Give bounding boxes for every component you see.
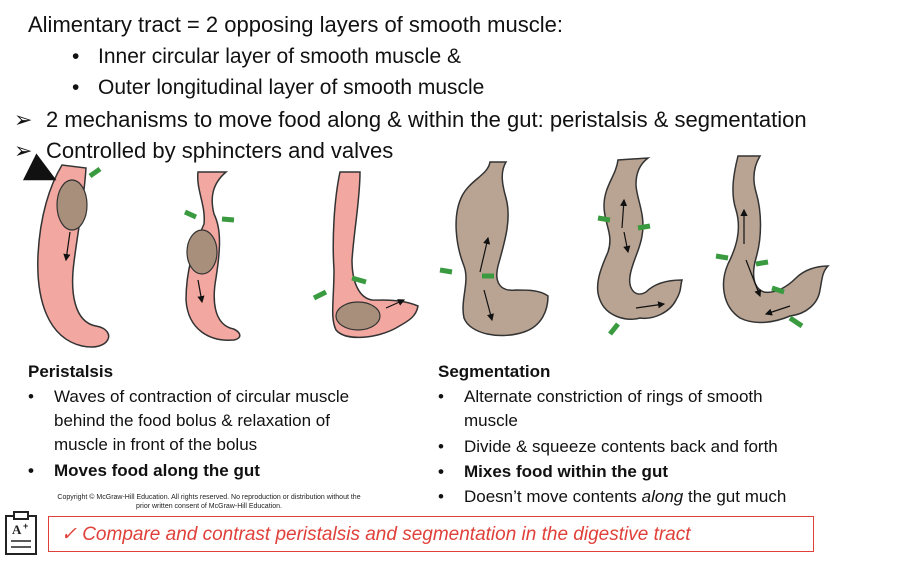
contraction-arrow-icon [597,215,611,223]
arrow-bullet-icon: ➢ [14,107,33,132]
segmentation-item-4: •Doesn’t move contents along the gut muc… [438,487,787,506]
segmentation-stage-2 [596,157,684,336]
contraction-arrow-icon [788,315,804,329]
contraction-arrow-icon [88,166,102,179]
peristalsis-item-1-line-3: muscle in front of the bolus [54,435,258,454]
segmentation-heading: Segmentation [438,362,551,381]
contraction-arrow-icon [608,322,620,336]
peristalsis-item-2: •Moves food along the gut [28,461,260,480]
contraction-arrow-icon [637,223,651,231]
contraction-arrow-icon [771,285,785,295]
check-mark-icon: ✓ [61,524,77,545]
segmentation-stage-3 [715,155,830,329]
arrow-bullet-mechanisms: ➢2 mechanisms to move food along & withi… [14,107,807,132]
segmentation-item-3: •Mixes food within the gut [438,462,668,481]
slide-title: Alimentary tract = 2 opposing layers of … [28,12,563,37]
food-bolus [56,179,88,231]
food-bolus [186,229,218,275]
peristalsis-stage-2 [183,171,241,341]
contraction-arrow-icon [312,289,328,301]
peristalsis-stage-1 [22,153,110,348]
food-bolus [335,301,381,331]
segmentation-stage-1 [439,161,549,337]
svg-text:+: + [23,521,28,531]
arrow-bullet-sphincters: ➢Controlled by sphincters and valves [14,138,394,163]
segmentation-item-1: •Alternate constriction of rings of smoo… [438,387,763,406]
contraction-arrow-icon [715,253,729,261]
learning-objective-box: ✓ Compare and contrast peristalsis and s… [48,516,814,552]
bullet-outer-layer: •Outer longitudinal layer of smooth musc… [72,76,485,99]
peristalsis-item-1: •Waves of contraction of circular muscle [28,387,350,406]
contraction-arrow-icon [439,267,453,275]
contraction-arrow-icon [351,275,367,285]
learning-objective-text: Compare and contrast peristalsis and seg… [82,524,691,545]
peristalsis-item-1-line-2: behind the food bolus & relaxation of [54,411,330,430]
bullet-inner-layer: •Inner circular layer of smooth muscle & [72,45,461,68]
contraction-arrow-icon [755,259,769,267]
svg-text:A: A [12,522,22,537]
contraction-arrow-icon [183,209,198,220]
peristalsis-heading: Peristalsis [28,362,114,381]
peristalsis-stage-3 [312,171,419,339]
copyright-notice: Copyright © McGraw-Hill Education. All r… [57,494,361,510]
segmentation-item-1-line-2: muscle [464,411,518,430]
grade-a-plus-icon: A + [5,511,37,555]
segmentation-item-2: •Divide & squeeze contents back and fort… [438,437,778,456]
contraction-arrow-icon [22,153,57,181]
contraction-arrow-icon [221,216,235,223]
